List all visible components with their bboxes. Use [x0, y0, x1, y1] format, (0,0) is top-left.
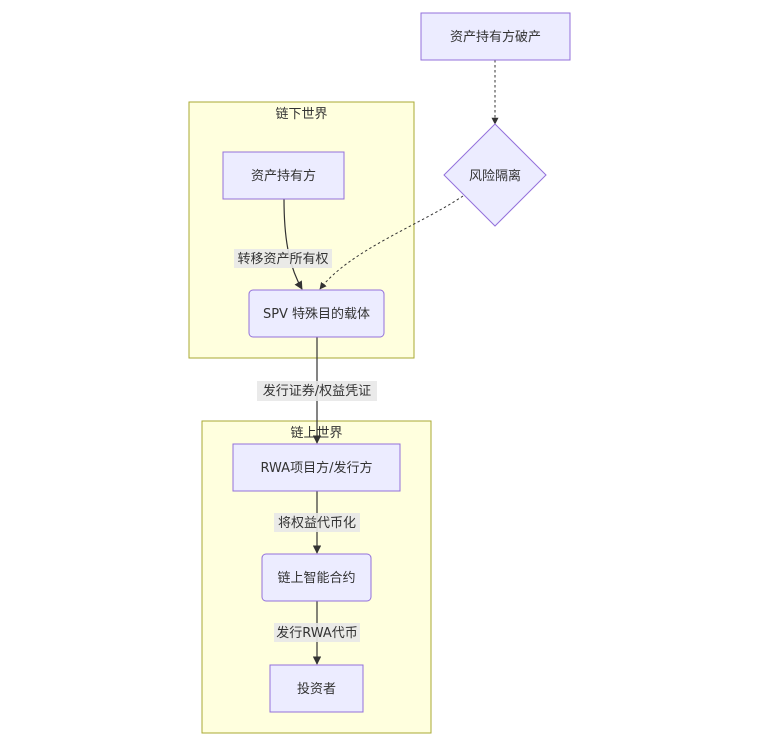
- edge-holder-to-spv: [283, 198, 303, 290]
- node-risk-isolation[interactable]: 风险隔离: [443, 123, 547, 227]
- svg-text:风险隔离: 风险隔离: [469, 168, 521, 184]
- svg-text:资产持有方: 资产持有方: [251, 168, 316, 184]
- node-bankrupt[interactable]: 资产持有方破产: [420, 12, 571, 61]
- node-asset-holder[interactable]: 资产持有方: [222, 151, 345, 200]
- node-investor[interactable]: 投资者: [269, 664, 364, 713]
- svg-text:发行证券/权益凭证: 发行证券/权益凭证: [263, 383, 371, 399]
- svg-text:转移资产所有权: 转移资产所有权: [237, 251, 328, 267]
- edge-label-tokenize: 将权益代币化: [274, 513, 360, 532]
- edge-label-issue-token: 发行RWA代币: [274, 623, 360, 642]
- svg-text:投资者: 投资者: [297, 681, 336, 697]
- svg-text:资产持有方破产: 资产持有方破产: [450, 29, 541, 45]
- edge-label-transfer-ownership: 转移资产所有权: [234, 249, 332, 268]
- edge-label-issue-securities: 发行证券/权益凭证: [257, 381, 377, 401]
- node-smart-contract[interactable]: 链上智能合约: [261, 553, 372, 602]
- node-spv[interactable]: SPV 特殊目的载体: [248, 289, 385, 338]
- svg-text:发行RWA代币: 发行RWA代币: [276, 625, 358, 641]
- cluster-offchain-title: 链下世界: [275, 107, 327, 122]
- svg-text:将权益代币化: 将权益代币化: [278, 515, 356, 531]
- svg-text:RWA项目方/发行方: RWA项目方/发行方: [261, 460, 373, 476]
- svg-text:SPV 特殊目的载体: SPV 特殊目的载体: [263, 306, 370, 322]
- svg-text:链上智能合约: 链上智能合约: [277, 571, 355, 586]
- node-issuer[interactable]: RWA项目方/发行方: [232, 443, 401, 492]
